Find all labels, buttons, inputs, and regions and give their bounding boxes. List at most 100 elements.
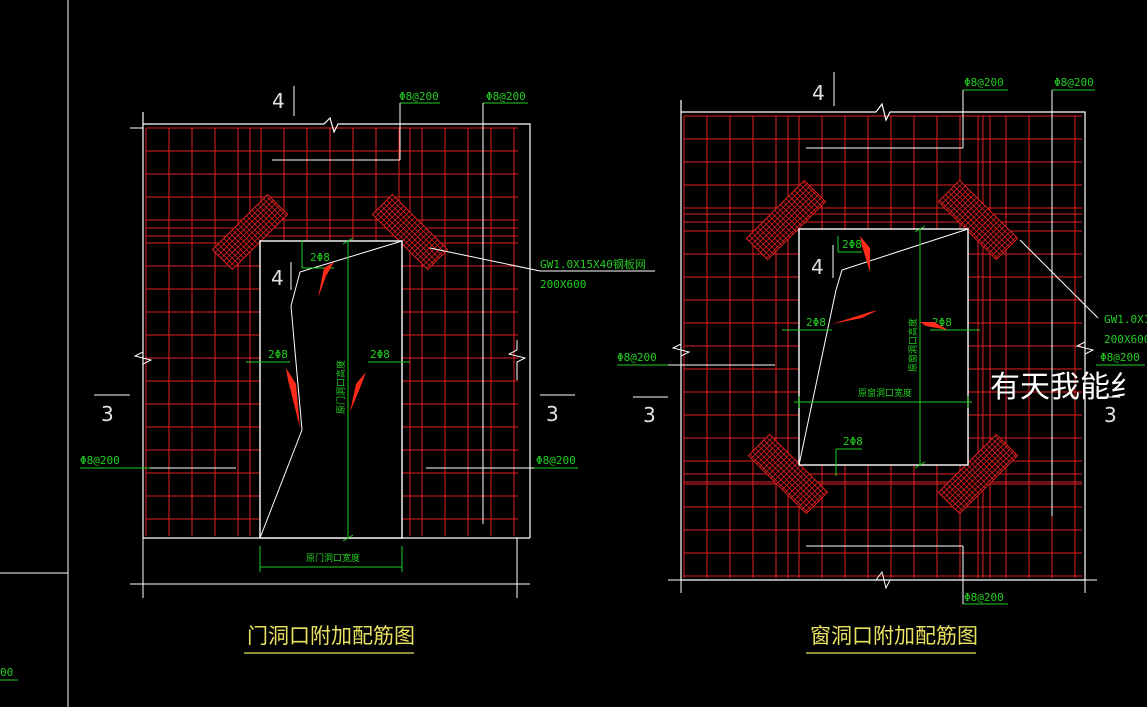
right-mesh-size: 200X600	[1104, 333, 1147, 346]
mesh-wire	[799, 485, 821, 507]
mesh-wire	[754, 188, 814, 248]
mesh-wire	[420, 242, 441, 263]
mesh-wire	[940, 182, 963, 205]
door-section-line-2	[290, 305, 303, 431]
right-section-mark-left: 3	[643, 403, 656, 427]
mesh-wire	[943, 486, 966, 509]
left-break-symbol-right	[507, 340, 527, 380]
mesh-wire	[220, 240, 242, 262]
mesh-wire	[989, 231, 1011, 253]
left-break-symbol-left	[133, 340, 153, 380]
mesh-wire	[417, 239, 438, 260]
mesh-wire	[372, 194, 393, 215]
left-mesh-label: GW1.0X15X40钢板网	[540, 257, 646, 271]
left-label-top-1: Φ8@200	[399, 90, 439, 103]
mesh-wire	[746, 238, 768, 260]
mesh-wire	[389, 211, 410, 232]
mesh-wire	[948, 191, 1007, 250]
mesh-wire	[799, 184, 822, 207]
mesh-wire	[765, 218, 788, 241]
mesh-wire	[755, 448, 814, 507]
right-wall-outline	[680, 100, 1086, 581]
steel-mesh-patch	[745, 179, 827, 261]
mesh-wire	[966, 463, 989, 486]
mesh-wire	[986, 444, 1008, 466]
steel-mesh-patch	[211, 193, 289, 271]
mesh-wire	[938, 180, 960, 202]
mesh-wire	[977, 219, 1000, 242]
mesh-wire	[940, 489, 963, 512]
mesh-wire	[752, 451, 811, 510]
mesh-wire	[949, 191, 972, 214]
mesh-wire	[989, 441, 1011, 463]
mesh-wire	[960, 202, 983, 225]
mesh-wire	[212, 249, 233, 270]
mesh-wire	[946, 188, 969, 211]
mesh-wire	[760, 194, 819, 253]
left-section-mark-top: 4	[272, 89, 285, 113]
mesh-wire	[952, 477, 975, 500]
mesh-wire	[226, 208, 283, 265]
right-section-mark-top: 4	[812, 81, 825, 105]
mesh-wire	[223, 238, 244, 259]
mesh-wire	[804, 490, 827, 513]
right-drawing-title: 窗洞口附加配筋图	[810, 624, 978, 648]
mesh-wire	[423, 245, 444, 266]
left-label-right: Φ8@200	[536, 454, 576, 467]
mesh-wire	[380, 205, 437, 262]
right-label-left: Φ8@200	[617, 351, 657, 364]
arrow	[860, 236, 870, 272]
door-section-line-4	[299, 240, 403, 273]
right-bar-top: 2Φ8	[842, 238, 862, 251]
mesh-wire	[777, 206, 800, 229]
mesh-wire	[767, 453, 790, 476]
mesh-wire	[782, 201, 805, 224]
mesh-wire	[950, 188, 1010, 248]
mesh-wire	[953, 185, 1013, 245]
edge-label: 00	[0, 666, 13, 679]
mesh-wire	[773, 459, 796, 482]
mesh-wire	[980, 222, 1003, 245]
mesh-wire	[763, 439, 823, 499]
mesh-wire	[790, 476, 813, 499]
mesh-wire	[383, 202, 440, 259]
right-bar-left: 2Φ8	[806, 316, 826, 329]
mesh-wire	[759, 445, 782, 468]
mesh-wire	[955, 475, 977, 497]
mesh-wire	[957, 453, 1017, 513]
mesh-wire	[801, 487, 824, 510]
mesh-wire	[785, 198, 808, 221]
mesh-wire	[751, 185, 811, 245]
mesh-wire	[945, 194, 1004, 253]
mesh-wire	[411, 233, 433, 255]
mesh-wire	[229, 211, 285, 267]
left-dimension-lines	[80, 102, 578, 572]
mesh-wire	[952, 448, 1011, 507]
mesh-wire	[237, 223, 259, 245]
mesh-wire	[229, 232, 250, 253]
mesh-wire	[793, 479, 816, 502]
mesh-wire	[223, 205, 280, 262]
mesh-wire	[386, 199, 443, 256]
right-break-symbol-right	[1075, 330, 1095, 372]
mesh-wire	[751, 232, 774, 255]
mesh-wire	[215, 197, 271, 253]
right-dim-height: 原窗洞口高度	[907, 318, 919, 372]
mesh-wire	[770, 456, 793, 479]
window-section-line-3	[841, 228, 969, 271]
mesh-wire	[232, 229, 253, 250]
steel-mesh-patch	[937, 433, 1019, 515]
mesh-wire	[943, 185, 966, 208]
mesh-wire	[251, 209, 273, 231]
window-opening-drawing: 4 4 3 3	[617, 72, 1147, 654]
mesh-wire	[969, 211, 992, 234]
mesh-wire	[771, 212, 794, 235]
mesh-wire	[957, 199, 980, 222]
mesh-wire	[946, 442, 1006, 502]
right-label-right: Φ8@200	[1100, 351, 1140, 364]
mesh-wire	[425, 247, 447, 269]
steel-mesh-patch	[371, 193, 449, 271]
mesh-wire	[215, 246, 236, 267]
mesh-wire	[760, 223, 783, 246]
